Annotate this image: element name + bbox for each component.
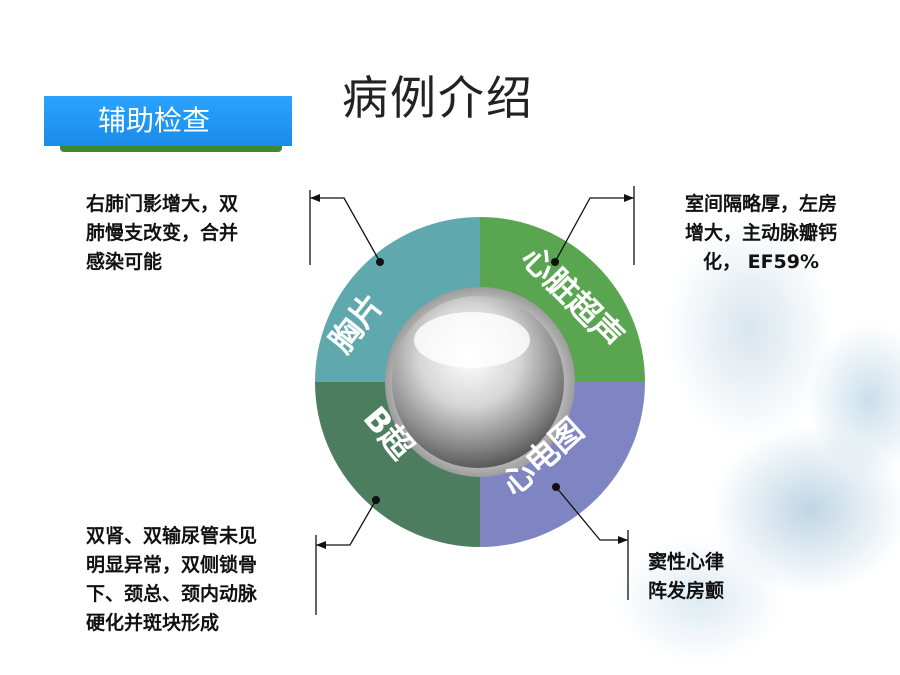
note-ecg-line: 窦性心律: [648, 551, 725, 573]
arrow-bscan: [316, 541, 326, 549]
note-echo-line: 增大，主动脉瓣钙: [684, 222, 837, 244]
note-ecg-line: 阵发房颤: [648, 580, 725, 602]
note-bscan-line: 双肾、双输尿管未见: [86, 525, 258, 547]
sphere-highlight: [414, 312, 530, 368]
note-chest-line: 肺慢支改变，合并: [86, 222, 239, 244]
page-title: 病例介绍: [342, 71, 534, 125]
note-echo-line: 化， EF59%: [702, 251, 820, 273]
note-echo-line: 室间隔略厚，左房: [684, 193, 837, 215]
note-chest-line: 右肺门影增大，双: [86, 193, 239, 215]
connector-echo: [554, 197, 634, 263]
arrow-ecg: [618, 536, 628, 544]
arrow-echo: [624, 194, 634, 202]
section-label: 辅助检查: [44, 96, 292, 152]
note-ecg: 窦性心律 阵发房颤: [648, 548, 768, 606]
note-chest-line: 感染可能: [86, 251, 163, 273]
connector-dot-echo: [551, 258, 559, 266]
note-bscan-line: 明显异常，双侧锁骨: [86, 554, 258, 576]
note-bscan-line: 下、颈总、颈内动脉: [86, 583, 258, 605]
connector-dot-bscan: [372, 496, 380, 504]
connector-dot-ecg: [552, 483, 560, 491]
note-bscan: 双肾、双输尿管未见 明显异常，双侧锁骨 下、颈总、颈内动脉 硬化并斑块形成: [86, 522, 296, 638]
connector-chest: [310, 197, 381, 263]
note-bscan-line: 硬化并斑块形成: [86, 612, 220, 634]
note-echo: 室间隔略厚，左房 增大，主动脉瓣钙 化， EF59%: [656, 190, 866, 277]
arrow-chest: [310, 194, 320, 202]
connector-bscan: [316, 499, 377, 546]
connector-dot-chest: [376, 258, 384, 266]
note-chest: 右肺门影增大，双 肺慢支改变，合并 感染可能: [86, 190, 296, 277]
